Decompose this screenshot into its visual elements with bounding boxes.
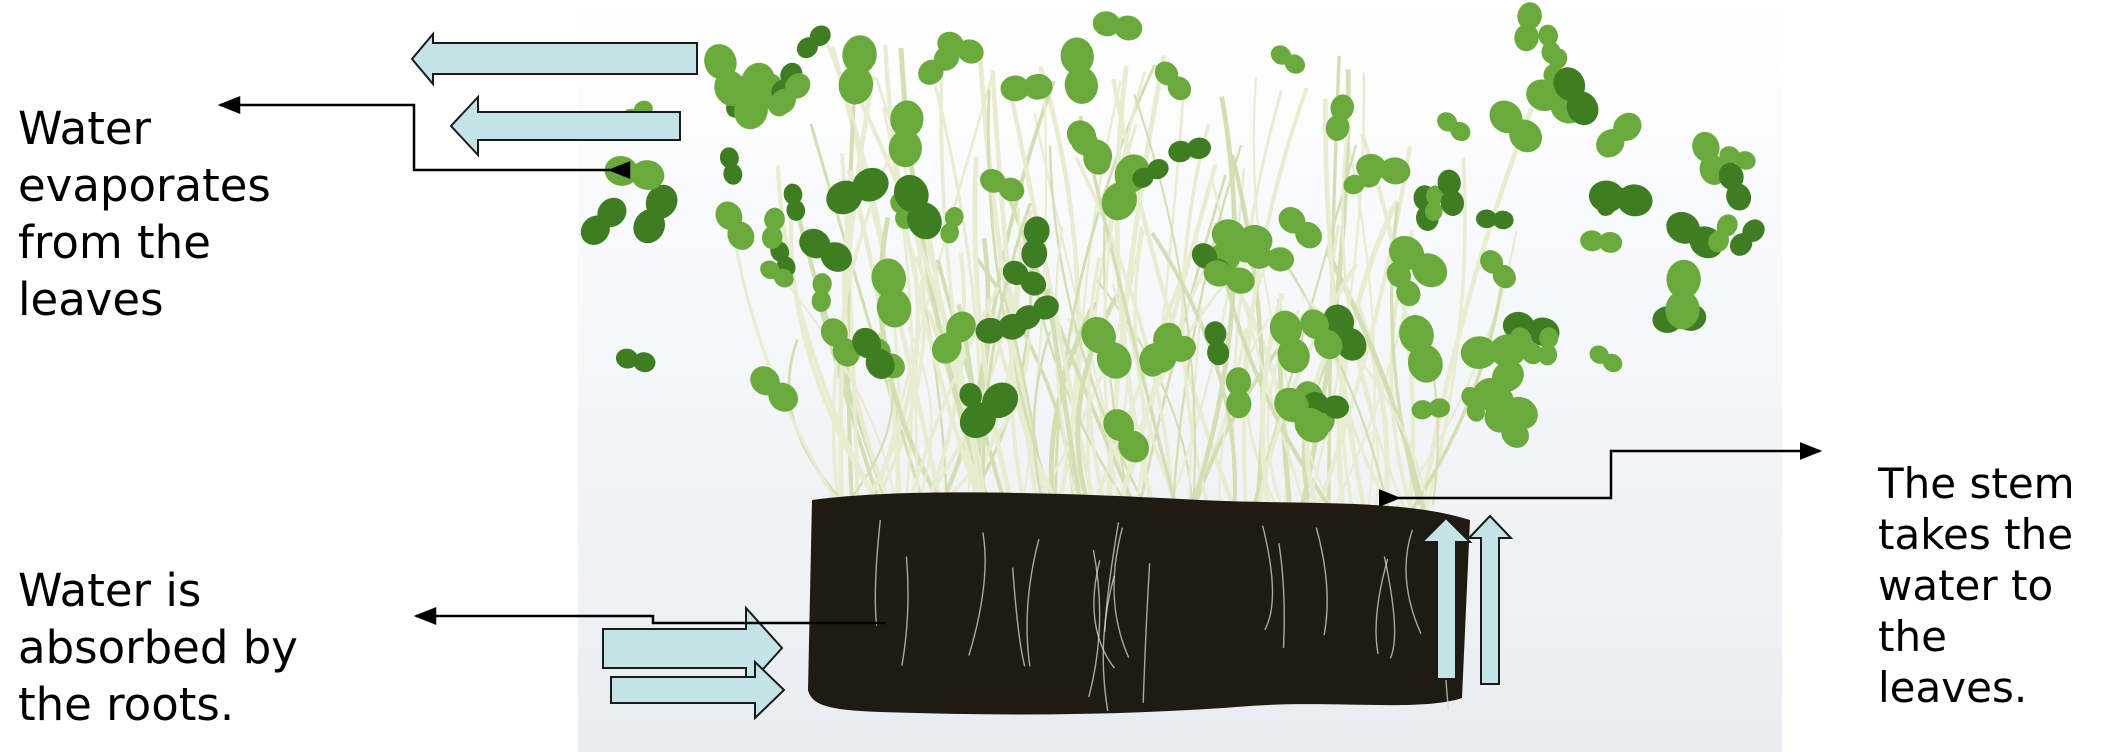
absorption-label: Water is absorbed by the roots. bbox=[18, 562, 338, 733]
evaporation-label: Water evaporates from the leaves bbox=[18, 100, 318, 328]
stem-label: The stem takes the water to the leaves. bbox=[1878, 458, 2098, 713]
